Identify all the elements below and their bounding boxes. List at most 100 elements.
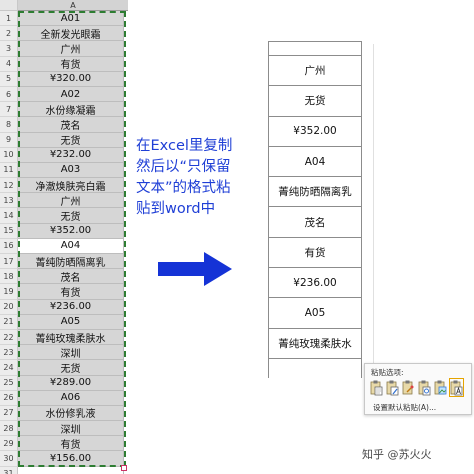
row-number[interactable]: 5	[0, 71, 18, 87]
table-cell[interactable]: 菁纯防晒隔离乳	[268, 176, 362, 208]
link-keep-source-icon[interactable]	[402, 379, 415, 396]
excel-cell[interactable]: A03	[18, 162, 124, 179]
table-cell[interactable]: ¥236.00	[268, 267, 362, 299]
row-number[interactable]: 7	[0, 102, 18, 118]
table-cell[interactable]	[268, 41, 362, 56]
active-cell[interactable]: A04	[18, 238, 124, 254]
row-number[interactable]: 22	[0, 329, 18, 346]
excel-cell[interactable]: 净澈焕肤亮白霜	[18, 178, 124, 194]
excel-cell[interactable]: 菁纯防晒隔离乳	[18, 254, 124, 270]
keep-text-only-icon[interactable]	[449, 378, 464, 397]
row-number[interactable]: 27	[0, 405, 18, 422]
row-number[interactable]: 4	[0, 56, 18, 72]
paste-options-handle-icon[interactable]	[121, 465, 127, 471]
row-number[interactable]: 29	[0, 436, 18, 452]
row-number[interactable]: 11	[0, 162, 18, 179]
table-row: ¥352.00	[268, 115, 362, 147]
excel-cell[interactable]: 水份缘凝霜	[18, 102, 124, 118]
excel-cell[interactable]: A05	[18, 314, 124, 330]
excel-cell[interactable]: ¥156.00	[18, 451, 124, 467]
excel-cell[interactable]: 有货	[18, 284, 124, 300]
excel-cell[interactable]: 全新发光眼霜	[18, 26, 124, 42]
paste-options-icons	[370, 378, 464, 397]
row-number[interactable]: 13	[0, 193, 18, 209]
table-cell[interactable]: 茂名	[268, 206, 362, 238]
excel-cell[interactable]: 菁纯玫瑰柔肤水	[18, 329, 124, 346]
row-number[interactable]: 6	[0, 86, 18, 103]
row-number[interactable]: 9	[0, 132, 18, 148]
row-number[interactable]: 18	[0, 269, 18, 285]
table-row: 茂名	[268, 206, 362, 238]
excel-cell[interactable]: ¥320.00	[18, 71, 124, 87]
link-destination-icon[interactable]	[418, 379, 431, 396]
excel-cell[interactable]: 水份修乳液	[18, 405, 124, 422]
row-number[interactable]: 17	[0, 254, 18, 270]
row-number[interactable]: 25	[0, 375, 18, 391]
row-number[interactable]: 14	[0, 208, 18, 224]
row-number[interactable]: 21	[0, 314, 18, 330]
row-number[interactable]: 28	[0, 421, 18, 437]
select-all-corner[interactable]	[0, 0, 18, 11]
excel-cell[interactable]: 广州	[18, 41, 124, 57]
row-number[interactable]: 1	[0, 11, 18, 27]
table-row	[268, 41, 362, 56]
excel-cell[interactable]: ¥289.00	[18, 375, 124, 391]
row-number[interactable]: 23	[0, 345, 18, 361]
excel-cell[interactable]: 无货	[18, 360, 124, 376]
row-number[interactable]: 10	[0, 147, 18, 163]
excel-cell[interactable]: 无货	[18, 208, 124, 224]
table-row	[268, 357, 362, 379]
table-row: A05	[268, 297, 362, 329]
row-number[interactable]: 12	[0, 178, 18, 194]
table-cell[interactable]: A05	[268, 297, 362, 329]
row-number[interactable]: 16	[0, 238, 18, 254]
table-cell[interactable]: A04	[268, 145, 362, 178]
excel-cell[interactable]: 广州	[18, 193, 124, 209]
picture-icon[interactable]	[434, 379, 447, 396]
set-default-paste-link[interactable]: 设置默认粘贴(A)...	[373, 403, 437, 412]
excel-cell[interactable]: A02	[18, 86, 124, 103]
table-cell[interactable]: 广州	[268, 54, 362, 87]
excel-cell[interactable]: 茂名	[18, 269, 124, 285]
row-number[interactable]: 2	[0, 26, 18, 42]
excel-cell[interactable]: A06	[18, 390, 124, 406]
excel-cell[interactable]: 无货	[18, 132, 124, 148]
row-number[interactable]: 19	[0, 284, 18, 300]
row-number[interactable]: 24	[0, 360, 18, 376]
keep-source-format-icon[interactable]	[370, 379, 383, 396]
excel-cell[interactable]: ¥232.00	[18, 147, 124, 163]
row-number[interactable]: 15	[0, 223, 18, 239]
excel-cell[interactable]: A01	[18, 11, 124, 27]
row-number[interactable]: 31	[0, 466, 18, 474]
table-row: 有货	[268, 236, 362, 269]
table-cell[interactable]: 无货	[268, 85, 362, 117]
table-cell[interactable]: ¥352.00	[268, 115, 362, 147]
row-number[interactable]: 3	[0, 41, 18, 57]
row-number[interactable]: 26	[0, 390, 18, 406]
excel-cell[interactable]	[18, 466, 124, 474]
excel-cell[interactable]: ¥352.00	[18, 223, 124, 239]
row-number[interactable]: 30	[0, 451, 18, 467]
table-cell[interactable]	[268, 357, 362, 379]
excel-cell[interactable]: 深圳	[18, 421, 124, 437]
table-row: 无货	[268, 85, 362, 117]
table-cell[interactable]: 有货	[268, 236, 362, 269]
column-header-a[interactable]: A	[18, 0, 128, 11]
row-number[interactable]: 8	[0, 117, 18, 133]
table-cell[interactable]: 菁纯玫瑰柔肤水	[268, 327, 362, 359]
excel-cell[interactable]: ¥236.00	[18, 299, 124, 315]
excel-cell[interactable]: 茂名	[18, 117, 124, 133]
excel-cell[interactable]: 深圳	[18, 345, 124, 361]
excel-cell[interactable]: 有货	[18, 436, 124, 452]
excel-cell[interactable]: 有货	[18, 56, 124, 72]
use-destination-styles-icon[interactable]	[386, 379, 399, 396]
row-number[interactable]: 20	[0, 299, 18, 315]
table-row: 菁纯防晒隔离乳	[268, 176, 362, 208]
